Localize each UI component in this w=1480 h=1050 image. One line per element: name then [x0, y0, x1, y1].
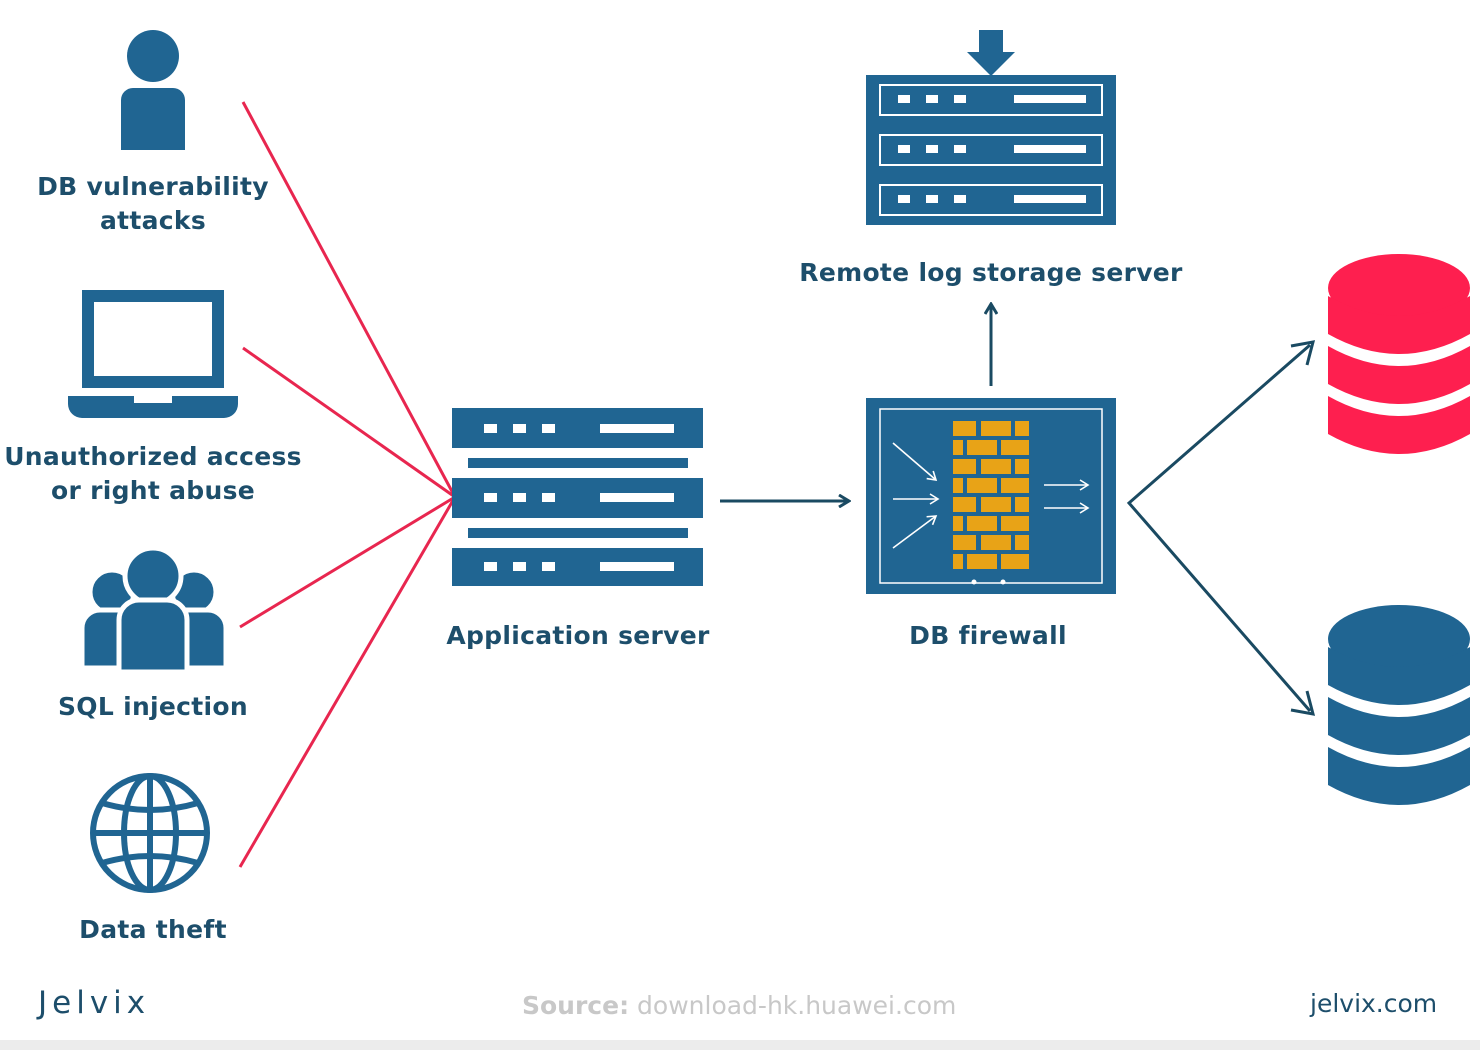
firewall-icon: [866, 398, 1116, 594]
line-theft-to-app: [238, 496, 457, 868]
source-prefix: Source:: [522, 991, 630, 1020]
server-rack-icon: [452, 408, 703, 586]
arrows-firewall-to-databases: [1126, 343, 1312, 712]
person-icon: [121, 30, 185, 150]
label-remote-log-storage: Remote log storage server: [799, 258, 1183, 287]
bottom-band: [0, 1040, 1480, 1050]
arrowhead-to-blue-db: [1290, 690, 1316, 716]
label-line: DB vulnerability: [37, 172, 269, 201]
source-credit: Source: download-hk.huawei.com: [522, 991, 956, 1020]
download-arrow-icon: [967, 30, 1015, 76]
arrowhead-to-red-db: [1290, 340, 1316, 366]
label-line: Data theft: [79, 915, 227, 944]
label-db-firewall: DB firewall: [909, 621, 1067, 650]
site-url: jelvix.com: [1310, 989, 1438, 1018]
line-unauth-to-app: [242, 346, 456, 499]
label-line: SQL injection: [58, 692, 248, 721]
group-icon: [79, 545, 229, 675]
server-stack-icon: [866, 30, 1116, 225]
label-unauthorized-access: Unauthorized access or right abuse: [3, 440, 303, 508]
laptop-icon: [68, 290, 238, 418]
label-line: or right abuse: [50, 476, 256, 505]
database-blue-icon: [1328, 605, 1470, 805]
label-line: attacks: [99, 206, 207, 235]
label-data-theft: Data theft: [3, 913, 303, 947]
label-sql-injection: SQL injection: [3, 690, 303, 724]
line-vuln-to-app: [241, 101, 457, 498]
source-url: download-hk.huawei.com: [629, 991, 957, 1020]
line-sqli-to-app: [239, 495, 456, 629]
label-db-vulnerability: DB vulnerability attacks: [3, 170, 303, 238]
threat-lines: [238, 101, 457, 868]
globe-icon: [90, 773, 210, 893]
label-application-server: Application server: [446, 621, 710, 650]
label-line: Unauthorized access: [4, 442, 302, 471]
brick-wall: [953, 421, 1029, 569]
database-red-icon: [1328, 254, 1470, 454]
jelvix-logo: Jelvix: [38, 985, 151, 1021]
